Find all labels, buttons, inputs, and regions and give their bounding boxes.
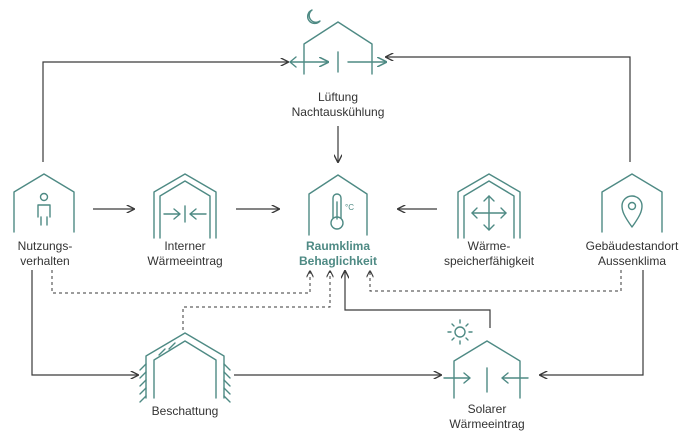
node-solar-label: Solarer Wärmeeintrag	[449, 402, 524, 432]
node-beschattung-label: Beschattung	[152, 404, 219, 419]
arrow-solar-to-raumklima	[345, 271, 491, 328]
node-standort-line2: Aussenklima	[597, 254, 667, 268]
node-intern-line1: Interner	[164, 239, 206, 253]
house-sun-arrows-icon	[443, 319, 529, 399]
arrow-standort-to-solar	[540, 270, 644, 375]
dashed-nutzung-to-raumklima	[51, 270, 310, 294]
node-speicher-line2: speicherfähigkeit	[443, 254, 535, 268]
dashed-standort-to-raumklima	[370, 270, 622, 292]
house-thermometer-icon	[308, 174, 368, 236]
node-raumklima-line1: Raumklima	[305, 239, 371, 253]
node-solar-line2: Wärmeeintrag	[449, 417, 525, 431]
house-moon-airflow-icon	[289, 9, 386, 75]
node-lueftung-line1: Lüftung	[317, 90, 359, 104]
node-lueftung-label: Lüftung Nachtauskühlung	[292, 90, 385, 120]
house-four-arrows-icon	[457, 173, 521, 239]
node-raumklima-line2: Behaglichkeit	[298, 254, 378, 268]
node-speicher-line1: Wärme-	[467, 239, 511, 253]
house-location-pin-icon	[601, 173, 663, 233]
node-intern-label: Interner Wärmeeintrag	[147, 239, 222, 269]
node-solar-line1: Solarer	[467, 402, 507, 416]
node-lueftung-line2: Nachtauskühlung	[291, 105, 385, 119]
house-shading-icon	[139, 332, 231, 403]
house-person-icon	[13, 173, 75, 233]
node-nutzung-label: Nutzungs- verhalten	[18, 239, 73, 269]
node-raumklima-label: Raumklima Behaglichkeit	[299, 239, 377, 269]
node-nutzung-line2: verhalten	[20, 254, 70, 268]
node-speicher-label: Wärme- speicherfähigkeit	[444, 239, 534, 269]
node-standort-label: Gebäudestandort Aussenklima	[586, 239, 679, 269]
node-intern-line2: Wärmeeintrag	[147, 254, 223, 268]
arrow-nutzung-to-beschattung	[31, 270, 138, 375]
dashed-beschattung-to-raumklima	[182, 271, 330, 330]
node-beschattung-line1: Beschattung	[151, 404, 219, 418]
arrow-standort-to-lueftung	[386, 57, 631, 162]
arrow-nutzung-to-lueftung	[42, 62, 288, 162]
node-nutzung-line1: Nutzungs-	[17, 239, 73, 253]
house-inward-arrows-icon	[153, 173, 217, 239]
node-standort-line1: Gebäudestandort	[585, 239, 679, 253]
thermometer-unit-label: °C	[345, 203, 354, 212]
